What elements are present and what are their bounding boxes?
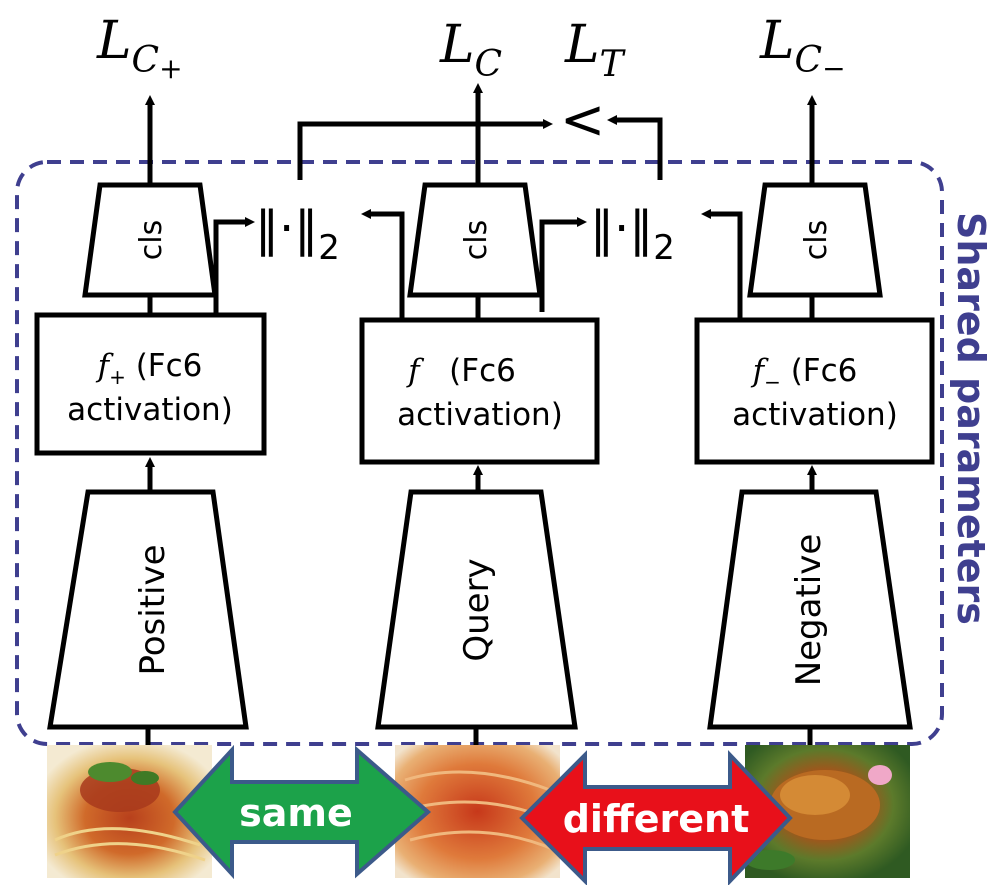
positive-network-trapezoid [47, 489, 249, 730]
query-network-label: Query [457, 558, 497, 661]
loss-negative: LC− [759, 11, 846, 85]
left-norm-to-compare-arrow [297, 119, 553, 180]
negative-feature-line2: activation) [732, 397, 898, 433]
query-branch: Query f (Fc6 activation) cls [359, 182, 600, 730]
negative-cls-label: cls [799, 220, 834, 260]
different-arrow-label: different [563, 797, 750, 841]
positive-image [47, 745, 212, 878]
same-double-arrow [172, 744, 432, 880]
positive-to-norm-arrow [213, 217, 255, 315]
positive-cls-label: cls [134, 220, 169, 260]
query-cls-label: cls [459, 220, 494, 260]
compare-symbol: < [560, 88, 605, 151]
positive-feature-line2: activation) [67, 392, 233, 428]
negative-network-trapezoid [707, 489, 913, 730]
query-to-left-norm-arrow [361, 209, 405, 320]
negative-cls-trapezoid [747, 182, 883, 298]
left-norm-symbol: ‖·‖2 [255, 201, 340, 268]
loss-positive: LC+ [96, 11, 183, 85]
query-feature-box [359, 317, 600, 465]
same-arrow-label: same [239, 791, 353, 835]
negative-branch: Negative f− (Fc6 activation) cls [694, 182, 935, 730]
loss-triplet: LT [564, 15, 627, 85]
negative-network-label: Negative [789, 534, 829, 687]
positive-network-label: Positive [133, 544, 173, 675]
negative-to-norm-arrow [701, 209, 743, 320]
query-to-right-norm-arrow [539, 217, 587, 312]
loss-query: LC [439, 15, 502, 85]
query-network-trapezoid [375, 489, 578, 730]
positive-branch: Positive f+ (Fc6 activation) cls [34, 182, 267, 730]
right-norm-to-compare-arrow [607, 115, 663, 180]
connectors [145, 83, 817, 745]
positive-feature-box [34, 312, 267, 456]
query-feature-line1: f (Fc6 [406, 353, 516, 389]
different-double-arrow [519, 750, 793, 885]
right-norm-symbol: ‖·‖2 [590, 201, 675, 268]
negative-feature-box [694, 317, 935, 465]
shared-parameters-box [15, 160, 944, 746]
query-feature-line2: activation) [397, 397, 563, 433]
shared-parameters-label: Shared parameters [949, 212, 993, 625]
